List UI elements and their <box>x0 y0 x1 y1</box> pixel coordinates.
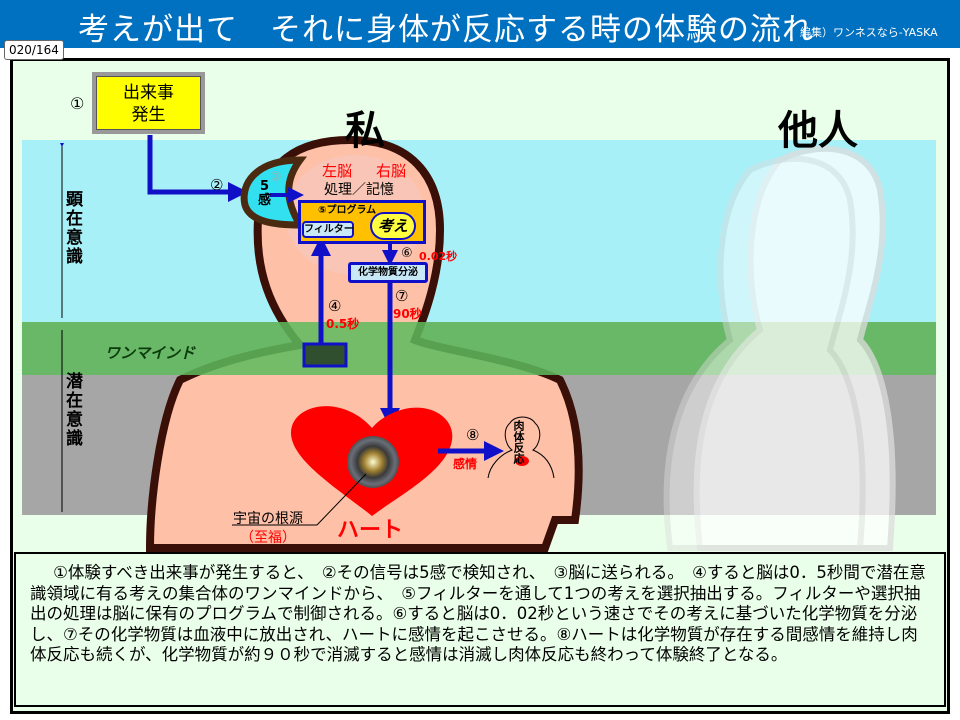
right-brain-label: 右脳 <box>376 162 407 180</box>
bliss-label: （至福） <box>240 530 296 546</box>
chemical-secretion-box: 化学物質分泌 <box>348 262 428 283</box>
step7-time: 90秒 <box>393 307 422 321</box>
step8-marker: ⑧ <box>466 426 480 444</box>
five-senses-char: 感 <box>258 193 272 208</box>
step4-time: 0.5秒 <box>326 317 360 331</box>
credit-text: 編集）ワンネスなら-YASKA <box>800 26 938 39</box>
event-line2: 発生 <box>131 105 166 125</box>
cosmic-source-label: 宇宙の根源 <box>233 511 303 527</box>
step6-marker: ⑥ <box>401 246 413 261</box>
description-text: ①体験すべき出来事が発生すると、 ②その信号は5感で検知され、 ③脳に送られる。… <box>14 552 946 707</box>
slide-title: 考えが出て それに身体が反応する時の体験の流れ <box>78 12 814 48</box>
heart-label: ハート <box>337 518 404 543</box>
body-reaction-label: 肉体反応 <box>512 420 525 464</box>
step3-marker: ③ <box>270 170 282 185</box>
step6-time: 0.02秒 <box>419 250 458 263</box>
thought-cloud: 考え <box>372 214 414 238</box>
subconscious-label: 潜在意識 <box>62 372 82 448</box>
event-line1: 出来事 <box>123 83 174 103</box>
page-counter: 020/164 <box>4 40 64 60</box>
one-mind-sample <box>302 342 348 368</box>
conscious-label: 顕在意識 <box>62 190 82 266</box>
five-senses-num: 5 <box>259 179 270 194</box>
process-memory-label: 処理／記憶 <box>324 182 394 198</box>
emotion-label: 感情 <box>453 457 478 471</box>
self-label: 私 <box>345 108 385 154</box>
left-brain-label: 左脳 <box>322 162 353 180</box>
step7-marker: ⑦ <box>395 287 409 305</box>
small-body-outline <box>487 416 555 479</box>
step1-marker: ① <box>70 94 85 113</box>
event-box: 出来事発生 <box>92 72 205 134</box>
title-bar <box>0 0 960 48</box>
one-mind-label: ワンマインド <box>105 344 196 362</box>
other-label: 他人 <box>778 108 858 154</box>
program-label: ⑤プログラム <box>318 205 377 216</box>
step4-marker: ④ <box>328 297 342 315</box>
other-silhouette <box>663 145 896 551</box>
filter-box: フィルター <box>302 221 354 238</box>
step2-marker: ② <box>210 176 224 194</box>
event-arrow <box>147 135 248 202</box>
galaxy-image <box>347 436 399 488</box>
